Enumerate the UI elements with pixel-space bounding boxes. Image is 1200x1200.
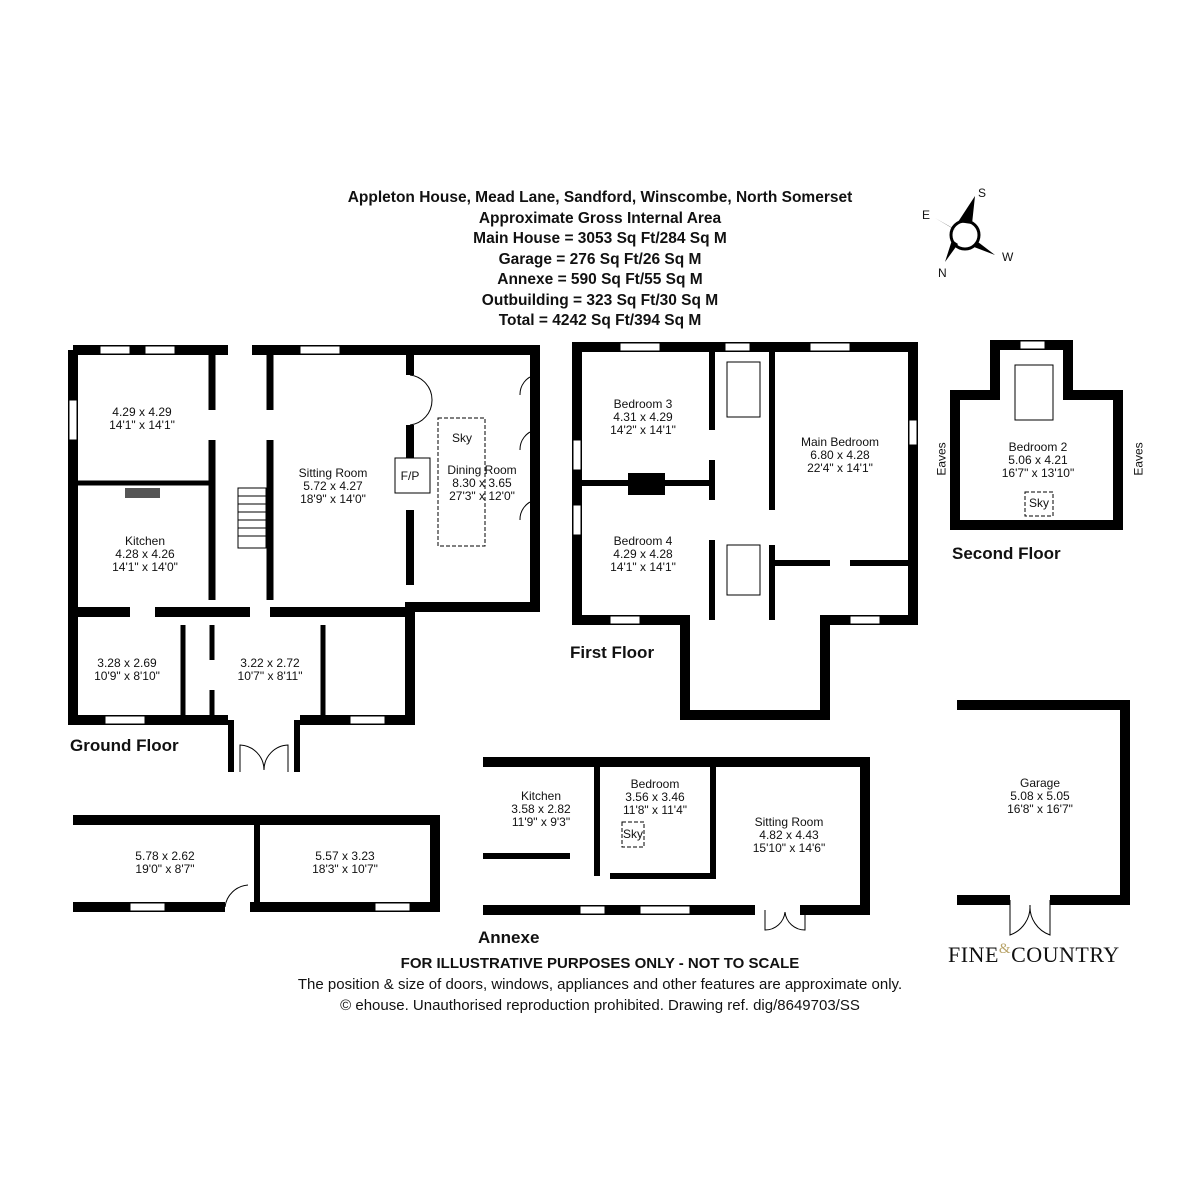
ground-floor-label: Ground Floor (70, 736, 179, 755)
fine-and-country-logo: Fine&Country (948, 941, 1120, 967)
garage-wall (957, 700, 1130, 905)
eaves-label-right: Eaves (1131, 442, 1146, 476)
area-outbuilding: Outbuilding = 323 Sq Ft/30 Sq M (481, 291, 719, 309)
fireplace (394, 457, 431, 494)
walls (68, 340, 1130, 915)
first-floor-inner-walls (577, 347, 913, 620)
front-door (239, 744, 289, 772)
compass-icon (935, 196, 995, 262)
dining-doors (409, 374, 536, 521)
compass-west: W (1002, 250, 1014, 264)
first-floor-label: First Floor (570, 643, 655, 662)
second-floor-label: Second Floor (952, 544, 1061, 563)
annexe-french-doors (764, 910, 806, 931)
skylight-label: Sky (451, 431, 473, 445)
second-floor-outer-wall (950, 340, 1123, 530)
fireplace-label: F/P (400, 469, 420, 483)
chimney-breast (628, 473, 665, 495)
approximation-note: The position & size of doors, windows, a… (297, 976, 903, 993)
windows (68, 340, 1046, 915)
hob-icon (125, 488, 160, 498)
skylight-label: Sky (1028, 496, 1050, 510)
ground-floor-small-walls (180, 625, 326, 720)
annexe-inner-walls (483, 762, 716, 879)
garage-doors (1009, 900, 1051, 936)
area-garage: Garage = 276 Sq Ft/26 Sq M (498, 250, 702, 268)
doors (224, 374, 1051, 936)
footer: FOR ILLUSTRATIVE PURPOSES ONLY - NOT TO … (298, 953, 902, 1016)
compass-north: N (938, 266, 947, 280)
area-main-house: Main House = 3053 Sq Ft/284 Sq M (473, 230, 727, 247)
outbuilding-door (224, 884, 249, 908)
stairs (237, 361, 1054, 596)
compass-east: E (922, 208, 931, 222)
ground-floor-corridor-walls (208, 350, 274, 600)
porch-walls (228, 720, 300, 772)
property-title: Appleton House, Mead Lane, Sandford, Win… (347, 189, 853, 206)
compass-south: S (978, 186, 987, 200)
annexe-label: Annexe (478, 928, 540, 947)
plan-header: Appleton House, Mead Lane, Sandford, Win… (348, 188, 853, 332)
area-annexe: Annexe = 590 Sq Ft/55 Sq M (497, 271, 703, 288)
skylight-label: Sky (622, 827, 644, 841)
area-total: Total = 4242 Sq Ft/394 Sq M (498, 312, 702, 329)
copyright: © ehouse. Unauthorised reproduction proh… (340, 997, 860, 1014)
area-subtitle: Approximate Gross Internal Area (478, 209, 722, 227)
eaves-label-left: Eaves (934, 442, 949, 476)
skylights (437, 417, 1054, 848)
disclaimer: FOR ILLUSTRATIVE PURPOSES ONLY - NOT TO … (400, 955, 800, 972)
